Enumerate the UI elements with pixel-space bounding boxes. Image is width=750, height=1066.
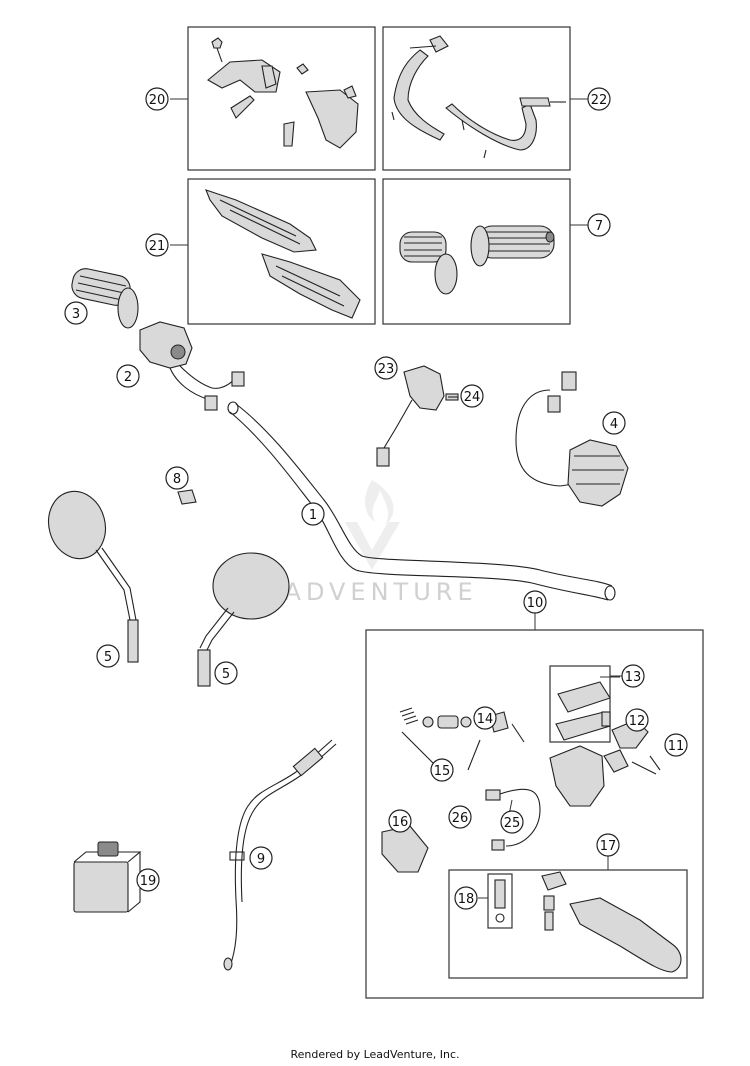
callout-label: 18 bbox=[458, 892, 475, 907]
part-7-grips bbox=[399, 225, 555, 295]
part-18-pin bbox=[487, 873, 513, 929]
callout-4[interactable]: 4 bbox=[602, 411, 626, 435]
callout-label: 1 bbox=[309, 508, 317, 523]
callout-13[interactable]: 13 bbox=[621, 664, 645, 688]
callout-label: 23 bbox=[378, 362, 395, 377]
callout-label: 16 bbox=[392, 815, 409, 830]
part-2-switch bbox=[139, 321, 245, 411]
watermark-logo bbox=[345, 480, 400, 570]
part-22-handguards bbox=[391, 35, 566, 159]
callout-10[interactable]: 10 bbox=[523, 590, 547, 614]
callout-label: 20 bbox=[149, 93, 166, 108]
callout-label: 11 bbox=[668, 739, 685, 754]
callout-label: 13 bbox=[625, 670, 642, 685]
callout-2[interactable]: 2 bbox=[116, 364, 140, 388]
callout-23[interactable]: 23 bbox=[374, 356, 398, 380]
part-1-handlebar bbox=[227, 401, 616, 601]
part-5-mirror-left bbox=[48, 490, 139, 663]
callout-label: 3 bbox=[72, 307, 80, 322]
callout-17[interactable]: 17 bbox=[596, 833, 620, 857]
part-8-clip bbox=[177, 489, 197, 505]
part-19-container bbox=[73, 841, 142, 913]
callout-label: 24 bbox=[464, 390, 481, 405]
callout-label: 10 bbox=[527, 596, 544, 611]
callout-19[interactable]: 19 bbox=[136, 868, 160, 892]
callout-8[interactable]: 8 bbox=[165, 466, 189, 490]
callout-3[interactable]: 3 bbox=[64, 301, 88, 325]
callout-25[interactable]: 25 bbox=[500, 810, 524, 834]
callout-label: 25 bbox=[504, 816, 521, 831]
callout-5-left[interactable]: 5 bbox=[96, 644, 120, 668]
callout-label: 4 bbox=[610, 417, 618, 432]
callout-26[interactable]: 26 bbox=[448, 805, 472, 829]
callout-label: 7 bbox=[595, 219, 603, 234]
callout-label: 9 bbox=[257, 852, 265, 867]
callout-label: 19 bbox=[140, 874, 157, 889]
callout-21[interactable]: 21 bbox=[145, 233, 169, 257]
part-24-screw bbox=[445, 393, 459, 401]
part-9-cable bbox=[223, 739, 337, 971]
part-20-brackets bbox=[207, 37, 359, 149]
callout-15[interactable]: 15 bbox=[430, 758, 454, 782]
part-4-switch bbox=[515, 371, 629, 507]
box-part-7 bbox=[382, 178, 571, 325]
callout-11[interactable]: 11 bbox=[664, 733, 688, 757]
callout-5-right[interactable]: 5 bbox=[214, 661, 238, 685]
callout-label: 8 bbox=[173, 472, 181, 487]
callout-20[interactable]: 20 bbox=[145, 87, 169, 111]
callout-24[interactable]: 24 bbox=[460, 384, 484, 408]
part-3-grip bbox=[71, 268, 139, 329]
callout-18[interactable]: 18 bbox=[454, 886, 478, 910]
box-part-21 bbox=[187, 178, 376, 325]
callout-label: 17 bbox=[600, 839, 617, 854]
callout-9[interactable]: 9 bbox=[249, 846, 273, 870]
callout-label: 14 bbox=[477, 712, 494, 727]
callout-12[interactable]: 12 bbox=[625, 708, 649, 732]
box-part-17 bbox=[448, 869, 688, 979]
callout-label: 5 bbox=[104, 650, 112, 665]
callout-label: 15 bbox=[434, 764, 451, 779]
part-17-lever bbox=[541, 871, 682, 973]
callout-label: 5 bbox=[222, 667, 230, 682]
part-23-switch bbox=[376, 365, 445, 467]
callout-16[interactable]: 16 bbox=[388, 809, 412, 833]
part-5-mirror-right bbox=[197, 552, 290, 687]
callout-label: 12 bbox=[629, 714, 646, 729]
part-21-covers bbox=[205, 189, 361, 319]
callout-14[interactable]: 14 bbox=[473, 706, 497, 730]
callout-1[interactable]: 1 bbox=[301, 502, 325, 526]
callout-label: 26 bbox=[452, 811, 469, 826]
callout-22[interactable]: 22 bbox=[587, 87, 611, 111]
part-11-pin bbox=[631, 755, 661, 775]
callout-label: 2 bbox=[124, 370, 132, 385]
part-12-pin bbox=[601, 711, 611, 727]
callout-7[interactable]: 7 bbox=[587, 213, 611, 237]
part-26-25-switch bbox=[485, 788, 541, 851]
footer-credit: Rendered by LeadVenture, Inc. bbox=[290, 1048, 460, 1061]
callout-label: 22 bbox=[591, 93, 608, 108]
callout-label: 21 bbox=[149, 239, 166, 254]
part-16-cover bbox=[381, 825, 429, 873]
